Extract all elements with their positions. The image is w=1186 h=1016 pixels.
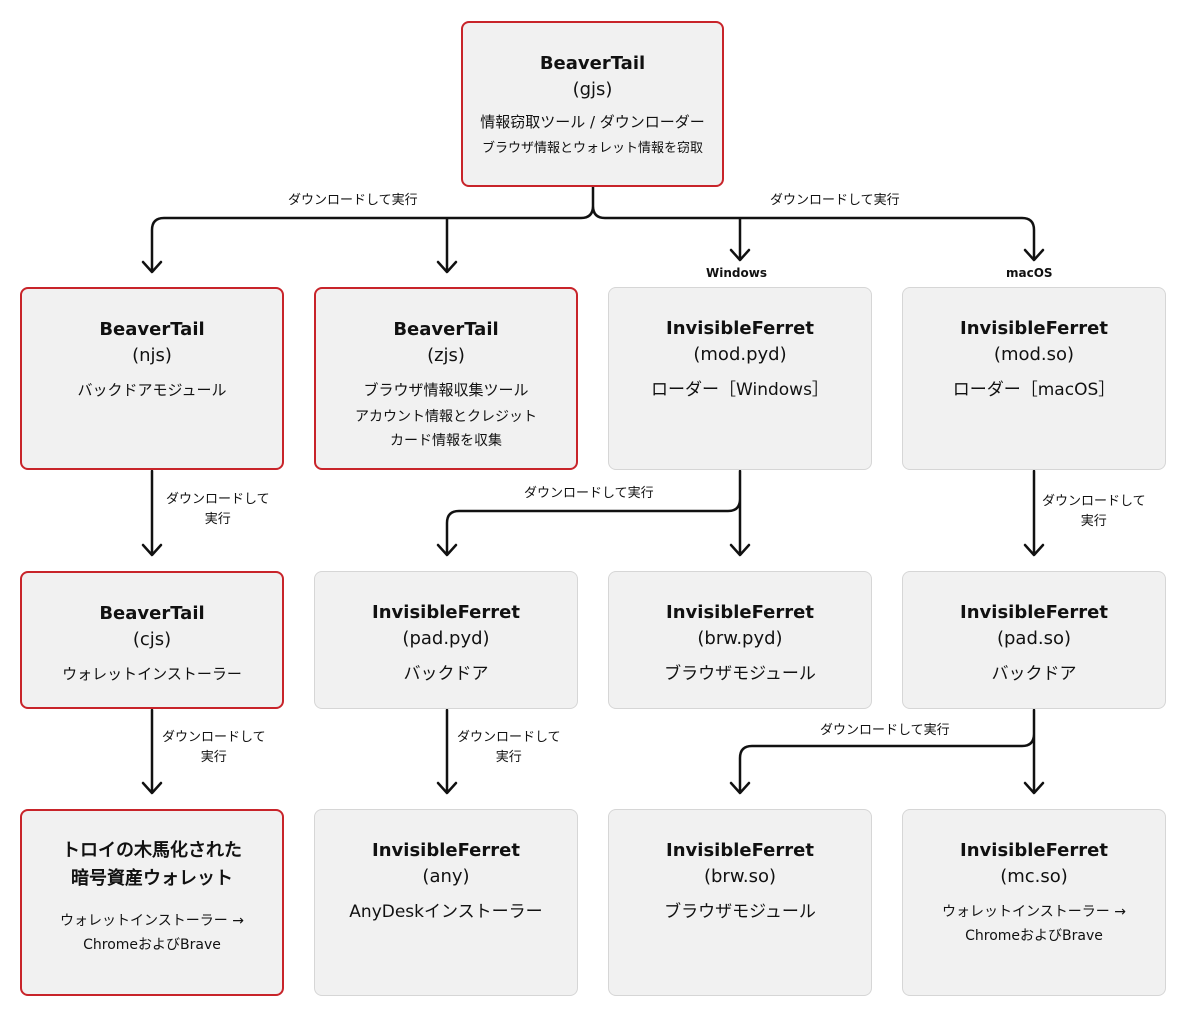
node-description: アカウント情報とクレジット [355, 409, 537, 425]
node-filename: (cjs) [132, 629, 172, 650]
node-beavertail-cjs: BeaverTail (cjs) ウォレットインストーラー [20, 571, 284, 709]
node-trojanized-wallet: トロイの木馬化された 暗号資産ウォレット ウォレットインストーラー → Chro… [20, 809, 284, 996]
os-label-macos: macOS [1006, 266, 1053, 280]
node-title: InvisibleFerret [960, 602, 1108, 623]
edge-label-line: ダウンロードして [162, 730, 266, 745]
node-role: ローダー［macOS］ [952, 380, 1116, 400]
node-invisibleferret-mod-pyd: InvisibleFerret (mod.pyd) ローダー［Windows］ [608, 287, 872, 470]
node-beavertail-zjs: BeaverTail (zjs) ブラウザ情報収集ツール アカウント情報とクレジ… [314, 287, 578, 470]
node-filename: (any) [422, 866, 470, 887]
edge-cjs-trojan [141, 708, 163, 795]
node-invisibleferret-brw-so: InvisibleFerret (brw.so) ブラウザモジュール [608, 809, 872, 996]
node-description: カード情報を収集 [390, 433, 502, 449]
node-invisibleferret-mc-so: InvisibleFerret (mc.so) ウォレットインストーラー → C… [902, 809, 1166, 996]
node-title: InvisibleFerret [666, 318, 814, 339]
node-role: ブラウザモジュール [664, 902, 816, 922]
node-filename: (gjs) [572, 79, 613, 100]
node-title: BeaverTail [99, 603, 205, 624]
node-title: BeaverTail [99, 319, 205, 340]
edge-label-line: 実行 [495, 750, 522, 765]
edge-label-download-execute: ダウンロードして 実行 [1042, 492, 1146, 532]
edge-label-download-execute: ダウンロードして 実行 [166, 490, 270, 530]
edge-label-line: 実行 [200, 750, 227, 765]
node-filename: (mod.pyd) [693, 344, 787, 365]
node-invisibleferret-brw-pyd: InvisibleFerret (brw.pyd) ブラウザモジュール [608, 571, 872, 709]
node-beavertail-gjs: BeaverTail (gjs) 情報窃取ツール / ダウンローダー ブラウザ情… [461, 21, 724, 187]
node-title: InvisibleFerret [372, 602, 520, 623]
node-invisibleferret-pad-pyd: InvisibleFerret (pad.pyd) バックドア [314, 571, 578, 709]
node-filename: (pad.so) [996, 628, 1072, 649]
node-filename: (zjs) [427, 345, 465, 366]
node-filename: (brw.pyd) [697, 628, 783, 649]
node-filename: (mod.so) [993, 344, 1075, 365]
node-title: InvisibleFerret [960, 318, 1108, 339]
node-role: ローダー［Windows］ [651, 380, 829, 400]
node-invisibleferret-any: InvisibleFerret (any) AnyDeskインストーラー [314, 809, 578, 996]
node-title: 暗号資産ウォレット [71, 868, 233, 889]
node-role: ブラウザモジュール [664, 664, 816, 684]
node-beavertail-njs: BeaverTail (njs) バックドアモジュール [20, 287, 284, 470]
edge-label-download-execute: ダウンロードして 実行 [162, 728, 266, 768]
node-title: トロイの木馬化された [62, 840, 242, 861]
os-label-windows: Windows [706, 266, 767, 280]
edge-label-line: ダウンロードして [457, 730, 561, 745]
node-role: バックドア [991, 664, 1077, 684]
edge-label-line: ダウンロードして [166, 492, 270, 507]
edge-label-line: ダウンロードして [1042, 494, 1146, 509]
edge-label-download-execute: ダウンロードして実行 [288, 193, 418, 208]
edge-label-download-execute: ダウンロードして実行 [524, 486, 654, 501]
node-invisibleferret-mod-so: InvisibleFerret (mod.so) ローダー［macOS］ [902, 287, 1166, 470]
node-title: BeaverTail [539, 53, 646, 74]
node-description: ブラウザ情報とウォレット情報を窃取 [481, 141, 703, 156]
edge-padpyd-any [436, 708, 458, 795]
node-filename: (njs) [132, 345, 172, 366]
node-role: ブラウザ情報収集ツール [363, 381, 529, 399]
node-description: ChromeおよびBrave [83, 937, 221, 953]
node-role: バックドア [403, 664, 489, 684]
node-filename: (pad.pyd) [402, 628, 490, 649]
edge-label-line: 実行 [204, 512, 231, 527]
node-role: 情報窃取ツール / ダウンローダー [480, 113, 705, 131]
edge-padso-split [729, 708, 1045, 795]
edge-label-download-execute: ダウンロードして実行 [820, 723, 950, 738]
edge-njs-cjs [141, 469, 163, 557]
node-title: BeaverTail [393, 319, 499, 340]
edge-gjs-arrowheads [141, 248, 1045, 274]
edge-gjs-branches [150, 185, 1036, 272]
node-title: InvisibleFerret [666, 602, 814, 623]
node-filename: (brw.so) [703, 866, 777, 887]
node-title: InvisibleFerret [666, 840, 814, 861]
edge-label-download-execute: ダウンロードして実行 [770, 193, 900, 208]
node-role: AnyDeskインストーラー [349, 902, 543, 922]
node-description: ChromeおよびBrave [965, 928, 1103, 944]
edge-modpyd-split [436, 469, 751, 557]
node-invisibleferret-pad-so: InvisibleFerret (pad.so) バックドア [902, 571, 1166, 709]
node-description: ウォレットインストーラー → [60, 913, 244, 929]
edge-label-line: 実行 [1080, 514, 1107, 529]
node-filename: (mc.so) [1000, 866, 1068, 887]
node-description: ウォレットインストーラー → [942, 904, 1126, 920]
node-title: InvisibleFerret [960, 840, 1108, 861]
node-role: バックドアモジュール [77, 381, 227, 399]
node-role: ウォレットインストーラー [62, 665, 242, 683]
edge-label-download-execute: ダウンロードして 実行 [457, 728, 561, 768]
edge-modso-padso [1023, 469, 1045, 557]
node-title: InvisibleFerret [372, 840, 520, 861]
